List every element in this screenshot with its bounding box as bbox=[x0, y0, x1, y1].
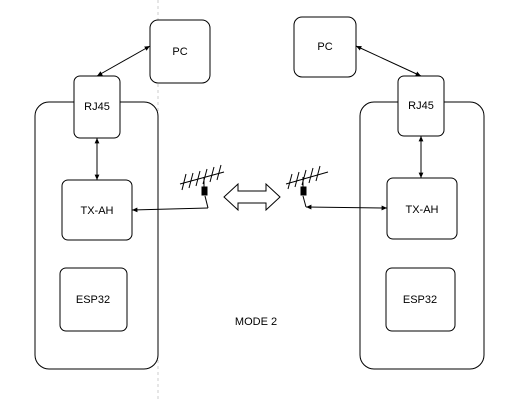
right-pc-label: PC bbox=[317, 41, 332, 53]
right-station: PC RJ45 TX-AH ESP32 bbox=[293, 16, 485, 370]
left-rj45-label: RJ45 bbox=[84, 101, 110, 113]
right-tx-box bbox=[386, 177, 458, 240]
right-rj45-label: RJ45 bbox=[408, 100, 434, 112]
left-tx-antenna-link bbox=[131, 207, 209, 213]
mode-label: MODE 2 bbox=[235, 316, 277, 328]
right-tx-label: TX-AH bbox=[406, 204, 439, 216]
right-antenna-feed bbox=[302, 195, 307, 208]
left-antenna-feed bbox=[204, 195, 209, 209]
right-esp-box bbox=[385, 267, 456, 332]
left-station: PC RJ45 TX-AH ESP32 bbox=[34, 19, 211, 370]
left-pc-label: PC bbox=[172, 46, 187, 58]
left-pc-rj45-link bbox=[96, 45, 151, 77]
right-antenna-tx-link bbox=[305, 204, 388, 211]
left-esp-box bbox=[59, 267, 128, 332]
right-esp-label: ESP32 bbox=[403, 294, 437, 306]
right-pc-rj45-link bbox=[355, 45, 422, 77]
right-antenna-icon bbox=[285, 165, 329, 196]
left-esp-label: ESP32 bbox=[76, 294, 110, 306]
left-tx-label: TX-AH bbox=[81, 205, 114, 217]
wireless-link-arrow bbox=[223, 182, 281, 212]
left-antenna-icon bbox=[179, 164, 225, 196]
left-pc-box bbox=[149, 19, 211, 84]
